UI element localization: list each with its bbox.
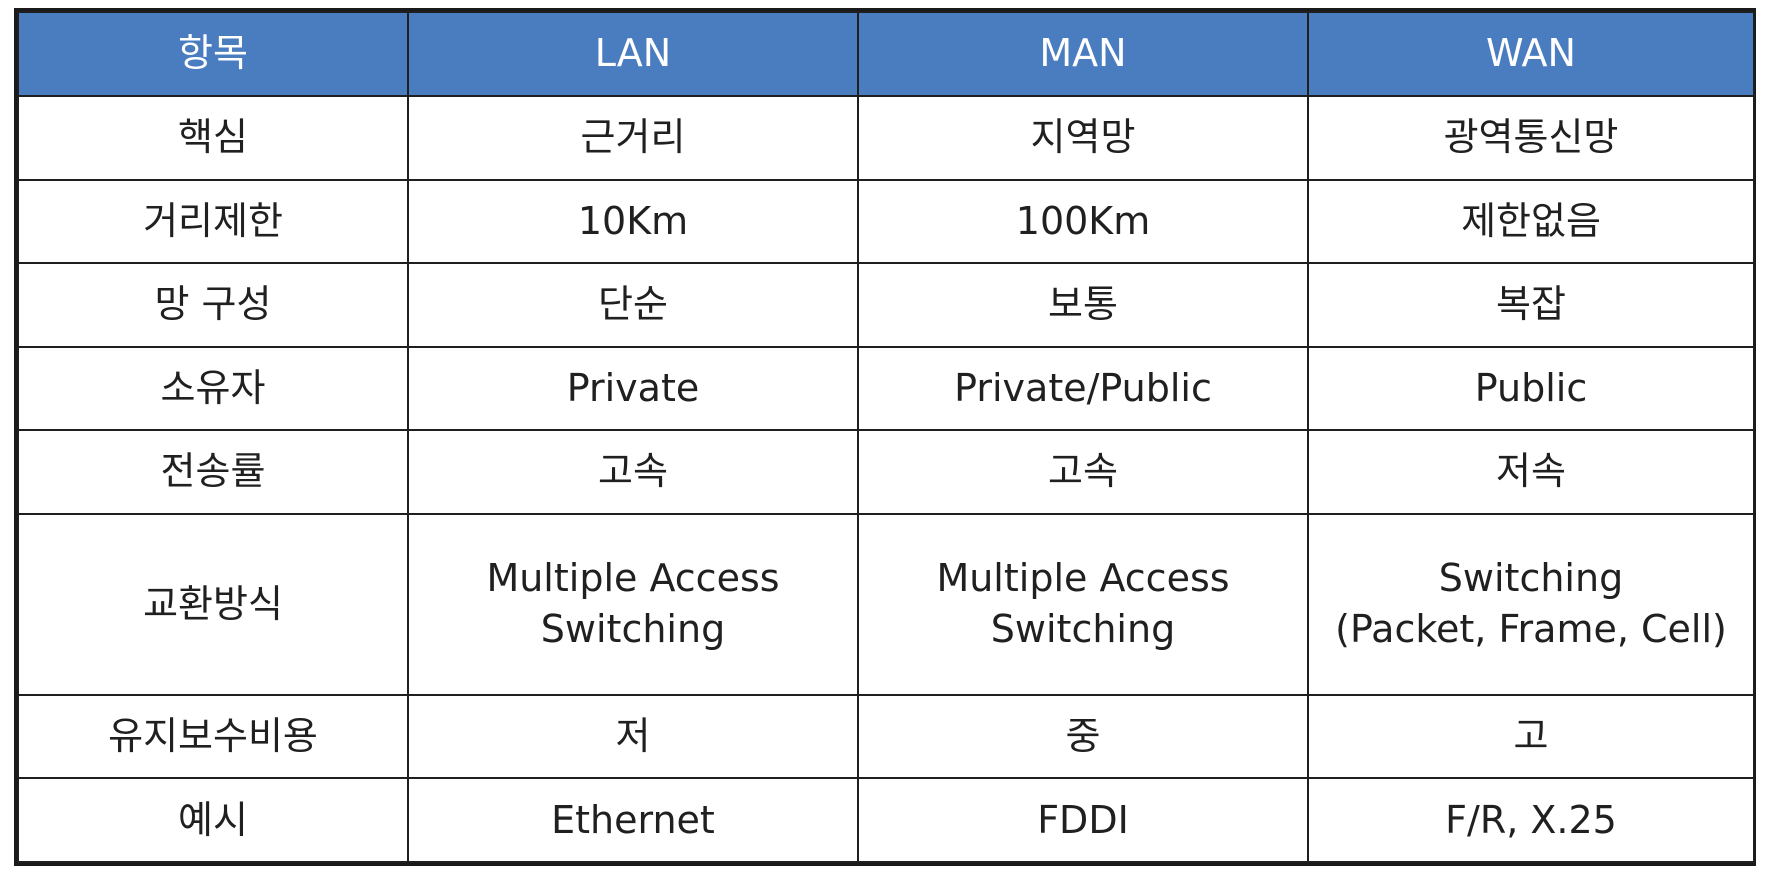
row-label: 소유자 <box>17 345 409 432</box>
cell-wan: 저속 <box>1307 429 1755 515</box>
cell-man: Multiple Access Switching <box>857 512 1309 696</box>
cell-line: Switching <box>990 607 1176 652</box>
cell-lan: Private <box>407 345 859 432</box>
table-row: 소유자 Private Private/Public Public <box>17 345 1755 432</box>
cell-lan: 저 <box>407 693 859 780</box>
cell-wan: 광역통신망 <box>1307 95 1755 181</box>
header-lan: LAN <box>407 11 859 97</box>
cell-man: 중 <box>857 693 1309 780</box>
cell-man: 고속 <box>857 429 1309 515</box>
table-row: 교환방식 Multiple Access Switching Multiple … <box>17 512 1755 696</box>
cell-wan: Public <box>1307 345 1755 432</box>
cell-line: (Packet, Frame, Cell) <box>1335 607 1727 652</box>
cell-wan: 고 <box>1307 693 1755 780</box>
table-row: 전송률 고속 고속 저속 <box>17 429 1755 515</box>
header-man: MAN <box>857 11 1309 97</box>
row-label: 핵심 <box>17 95 409 181</box>
cell-line: Switching <box>540 607 726 652</box>
cell-line: Multiple Access <box>486 555 780 600</box>
table-row: 거리제한 10Km 100Km 제한없음 <box>17 178 1755 265</box>
cell-wan: 복잡 <box>1307 262 1755 348</box>
cell-man: FDDI <box>857 777 1309 863</box>
table-row: 망 구성 단순 보통 복잡 <box>17 262 1755 348</box>
cell-wan: 제한없음 <box>1307 178 1755 265</box>
cell-wan: Switching (Packet, Frame, Cell) <box>1307 512 1755 696</box>
row-label: 교환방식 <box>17 512 409 696</box>
cell-lan: Ethernet <box>407 777 859 863</box>
row-label: 망 구성 <box>17 262 409 348</box>
row-label: 유지보수비용 <box>17 693 409 780</box>
cell-line: Multiple Access <box>936 555 1230 600</box>
row-label: 예시 <box>17 777 409 863</box>
header-item: 항목 <box>17 11 409 97</box>
cell-lan: Multiple Access Switching <box>407 512 859 696</box>
comparison-table-frame: 항목 LAN MAN WAN 핵심 근거리 지역망 광역통신망 거리제한 10K… <box>14 8 1756 866</box>
network-comparison-table: 항목 LAN MAN WAN 핵심 근거리 지역망 광역통신망 거리제한 10K… <box>17 11 1755 863</box>
cell-wan: F/R, X.25 <box>1307 777 1755 863</box>
table-row: 예시 Ethernet FDDI F/R, X.25 <box>17 777 1755 863</box>
header-wan: WAN <box>1307 11 1755 97</box>
cell-line: Switching <box>1438 555 1624 600</box>
cell-man: 100Km <box>857 178 1309 265</box>
cell-lan: 고속 <box>407 429 859 515</box>
row-label: 거리제한 <box>17 178 409 265</box>
cell-man: 지역망 <box>857 95 1309 181</box>
row-label: 전송률 <box>17 429 409 515</box>
cell-lan: 단순 <box>407 262 859 348</box>
table-row: 유지보수비용 저 중 고 <box>17 693 1755 780</box>
cell-lan: 10Km <box>407 178 859 265</box>
cell-man: 보통 <box>857 262 1309 348</box>
cell-lan: 근거리 <box>407 95 859 181</box>
table-row: 핵심 근거리 지역망 광역통신망 <box>17 95 1755 181</box>
header-row: 항목 LAN MAN WAN <box>17 11 1755 97</box>
cell-man: Private/Public <box>857 345 1309 432</box>
